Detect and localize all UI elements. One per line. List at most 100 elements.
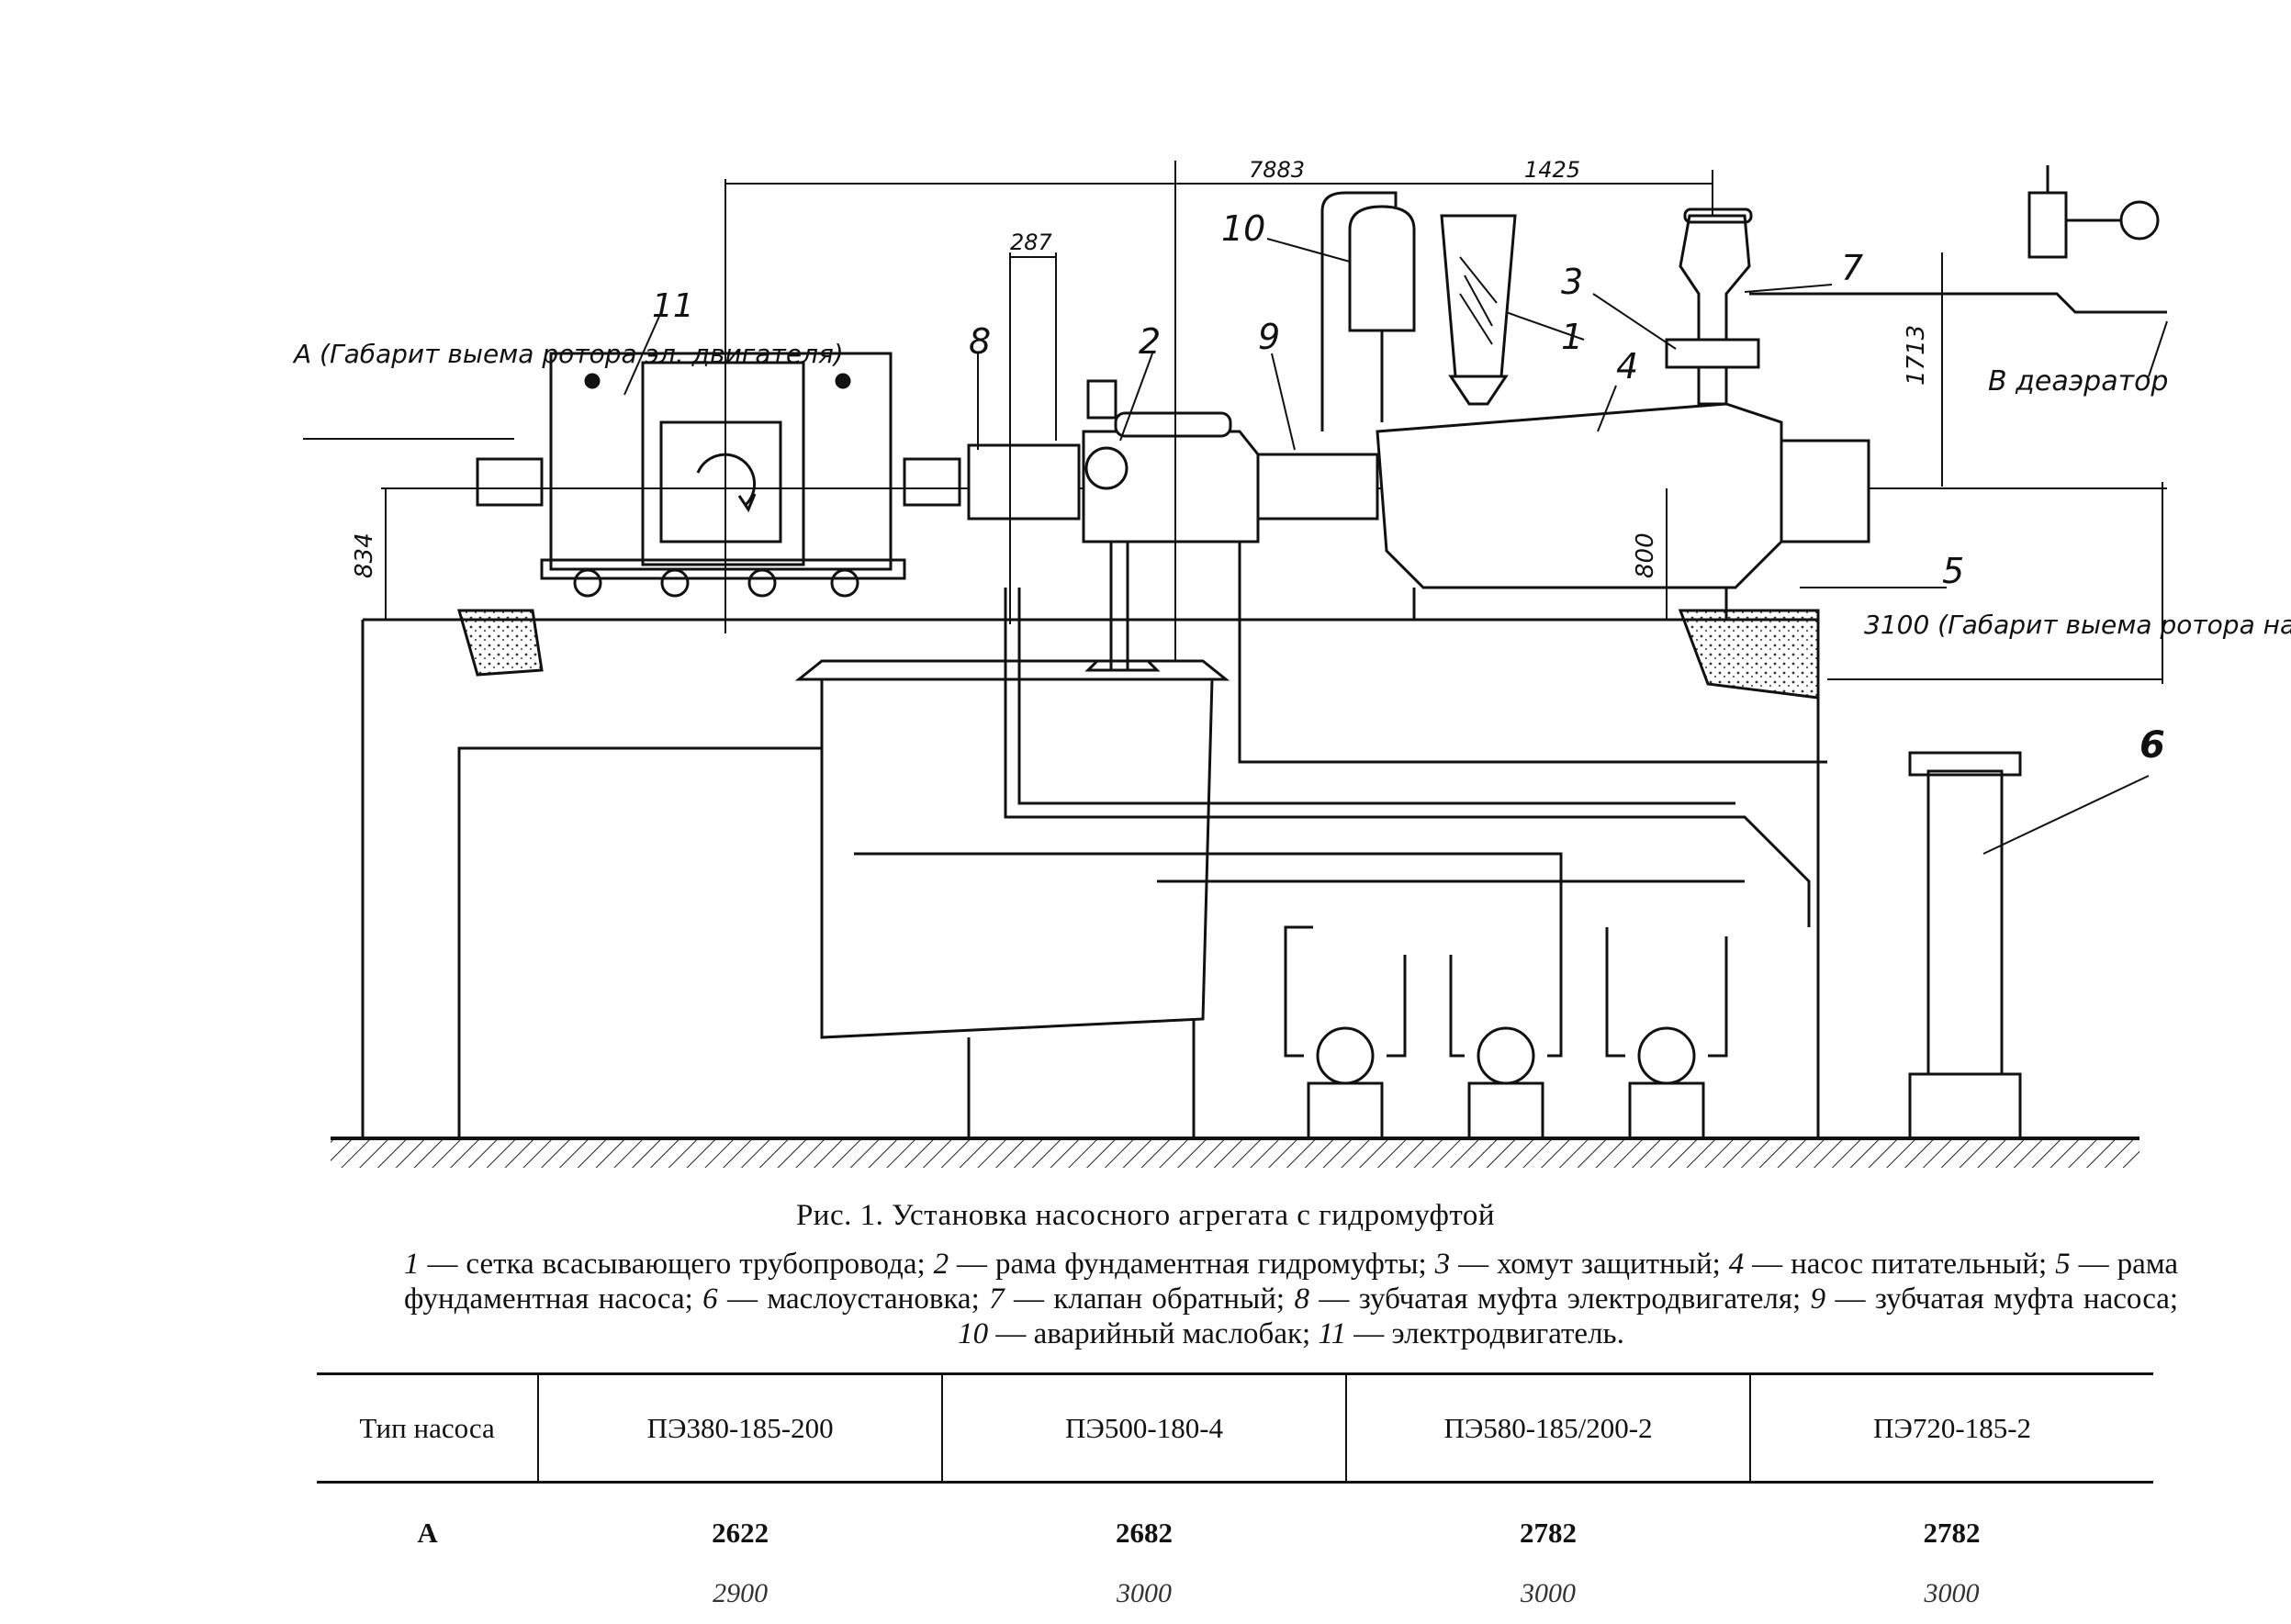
oil-cooler-bottom [1908, 1072, 2022, 1140]
table-cell: 2782 [1923, 1517, 1981, 1549]
figure-legend: 1 — сетка всасывающего трубопровода; 2 —… [404, 1247, 2178, 1351]
oil-pipe-1 [1004, 588, 1811, 927]
scoop-actuator [1084, 446, 1129, 490]
feed-pump-body [1376, 402, 1783, 589]
frame-column [1109, 540, 1129, 672]
legend-item-2: 2 — рама фундаментная гидромуфты; [933, 1248, 1427, 1281]
table-header-cell: ПЭ380-185-200 [537, 1372, 943, 1484]
oil-tank-lid [794, 659, 1230, 681]
table-cell: А [417, 1517, 438, 1549]
table-cell: 3000 [1924, 1578, 1980, 1608]
electric-motor [540, 352, 906, 598]
note-deaerator: В деаэратор [1988, 365, 2168, 398]
leader-deaerator [2148, 320, 2168, 377]
label-7: 7 [1841, 248, 1863, 288]
legend-item-1: 1 — сетка всасывающего трубопровода; [404, 1248, 926, 1281]
leader-11 [623, 311, 662, 396]
table-header-cell: ПЭ720-185-2 [1749, 1372, 2153, 1484]
oil-pump-3 [1605, 927, 1728, 1140]
strainer-mesh [1459, 256, 1498, 345]
pump-support [1412, 588, 1728, 620]
pump-dimensions-table: Тип насоса ПЭ380-185-200 ПЭ500-180-4 ПЭ5… [317, 1372, 2153, 1624]
motor-bearing-right [903, 457, 961, 507]
pump-unit-drawing: 11 8 2 9 10 1 3 4 7 5 6 287 7883 1425 17… [292, 157, 2291, 1168]
table-cell: 3000 [1117, 1578, 1173, 1608]
label-10: 10 [1221, 208, 1265, 249]
label-11: 11 [652, 287, 694, 325]
emergency-oil-tank [1348, 205, 1416, 332]
legend-item-7: 7 — клапан обратный; [989, 1282, 1286, 1316]
gear-coupling-pump [1256, 453, 1379, 521]
actuator-motor [1086, 379, 1117, 420]
frame-base [1084, 659, 1161, 672]
deaerator-valve [2027, 165, 2121, 259]
legend-item-4: 4 — насос питательный; [1728, 1248, 2048, 1281]
leader-6 [1982, 775, 2150, 855]
label-1: 1 [1561, 317, 1583, 357]
table-header-cell: Тип насоса [317, 1372, 539, 1484]
table-row: А 2622 2682 2782 2782 [317, 1483, 2153, 1564]
dim-800: 800 [1632, 532, 1659, 578]
oil-cooler-top [1908, 751, 2022, 777]
dim-7883: 7883 [1249, 157, 1305, 183]
pump-bearing [1780, 439, 1870, 543]
label-8: 8 [969, 321, 991, 362]
table-header-cell: ПЭ580-185/200-2 [1344, 1372, 1751, 1484]
label-2: 2 [1139, 321, 1161, 362]
table-row: 2900 3000 3000 3000 [317, 1563, 2153, 1624]
strainer-cone [1448, 375, 1509, 406]
legend-item-10: 10 — аварийный маслобак; [958, 1317, 1311, 1350]
figure-caption: Рис. 1. Установка насосного агрегата с г… [795, 1199, 1496, 1232]
leader-7 [1744, 284, 1833, 293]
motor-bearing-left [476, 457, 544, 507]
oil-tank-pipe [1320, 191, 1398, 431]
leader-10 [1266, 238, 1351, 263]
legend-item-5: 5 — рама фундаментная насоса; [404, 1248, 2179, 1316]
label-4: 4 [1616, 346, 1638, 386]
table-cell: 2682 [1116, 1517, 1174, 1549]
legend-item-11: 11 — электродвигатель. [1318, 1317, 1624, 1350]
table-cell [317, 1563, 538, 1624]
table-cell: 2900 [713, 1578, 769, 1608]
dim-1425: 1425 [1524, 157, 1580, 183]
deaerator-pipe [1749, 292, 2167, 314]
table-cell: 2782 [1520, 1517, 1578, 1549]
oil-cooler [1926, 769, 2004, 1076]
pad-right [1678, 609, 1820, 700]
oil-pump-2 [1449, 927, 1563, 1140]
label-9: 9 [1258, 317, 1280, 357]
deaerator-valve-drive [2119, 200, 2160, 241]
ground-hatch [331, 1138, 2139, 1168]
legend-item-9: 9 — зубчатая муфта насоса; [1810, 1282, 2179, 1316]
check-valve-body [1679, 214, 1751, 406]
oil-tank [820, 678, 1214, 1039]
table-header-cell: ПЭ500-180-4 [941, 1372, 1346, 1484]
oil-pump-1 [1284, 925, 1407, 1140]
legend-item-3: 3 — хомут защитный; [1434, 1248, 1721, 1281]
oil-pipe-2 [1017, 588, 1735, 805]
label-5: 5 [1942, 551, 1964, 591]
table-cell: 2622 [712, 1517, 769, 1549]
note-motor-clearance: A (Габарит выема ротора эл. двигателя) [292, 339, 844, 369]
oil-pipe-3 [854, 852, 1563, 927]
hydrocoupling-cap [1114, 411, 1232, 438]
leader-2 [1119, 353, 1153, 442]
label-3: 3 [1561, 262, 1583, 302]
check-valve-top [1683, 207, 1753, 224]
dim-3100: 3100 (Габарит выема ротора насоса) [1864, 610, 2291, 640]
leader-1 [1505, 311, 1585, 341]
legend-item-6: 6 — маслоустановка; [702, 1282, 980, 1316]
dim-1713: 1713 [1903, 325, 1930, 386]
table-cell: 3000 [1521, 1578, 1577, 1608]
leader-9 [1271, 353, 1296, 451]
suction-strainer [1440, 214, 1517, 378]
label-6: 6 [2139, 724, 2165, 767]
gear-coupling-motor [967, 443, 1081, 521]
legend-item-8: 8 — зубчатая муфта электродвигателя; [1294, 1282, 1802, 1316]
pad-left [457, 609, 544, 677]
table-header-row: Тип насоса ПЭ380-185-200 ПЭ500-180-4 ПЭ5… [317, 1372, 2153, 1484]
oil-pipe-5 [1238, 542, 1827, 764]
dim-834: 834 [351, 532, 378, 578]
leader-3 [1592, 293, 1677, 350]
dim-287: 287 [1010, 230, 1053, 255]
